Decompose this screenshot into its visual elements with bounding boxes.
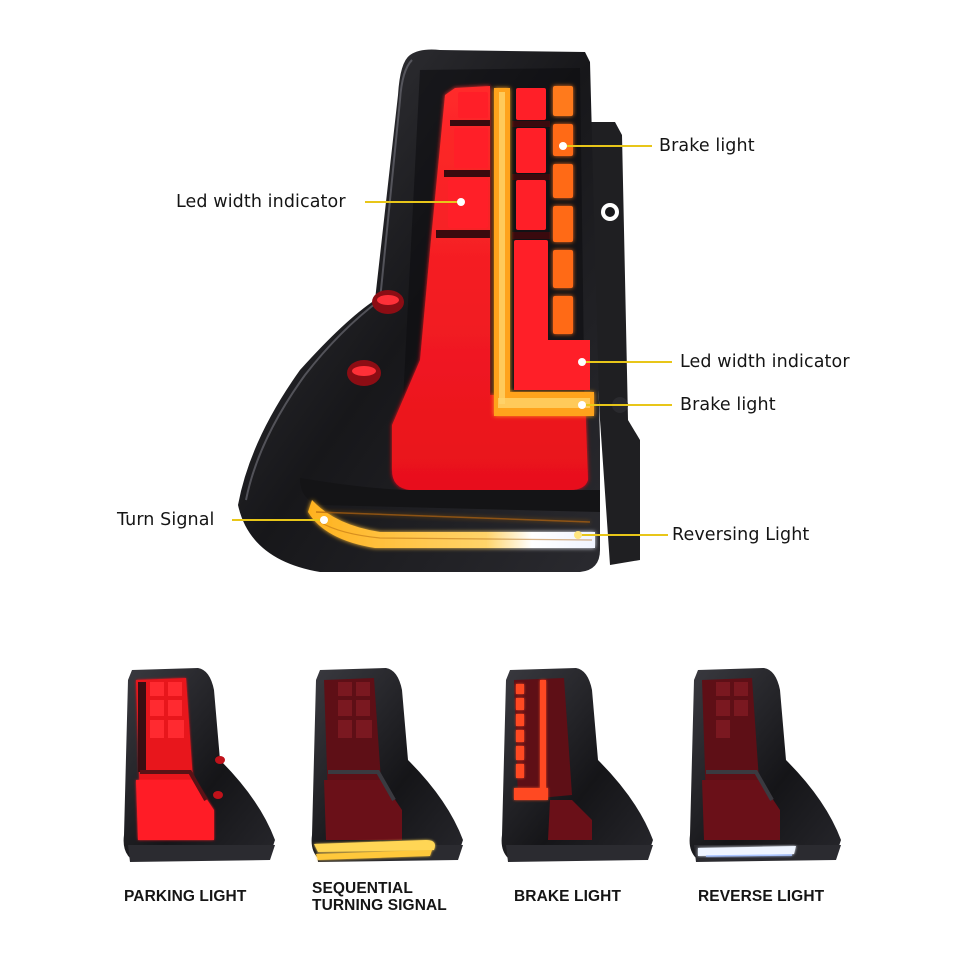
callout-brake-light-bottom: Brake light [680,395,776,415]
callout-led-width-indicator-left: Led width indicator [176,192,346,212]
brake-light-blocks [553,86,573,334]
mode-brake-light: BRAKE LIGHT [488,640,688,940]
amber-l-strip [494,88,594,416]
light-modes-gallery: PARKING LIGHT SEQUENTIAL TURNING SIGNAL [0,640,960,960]
brake-light-lamp-icon [501,668,653,862]
mode-reverse-light: REVERSE LIGHT [676,640,876,940]
mode-parking-light: PARKING LIGHT [110,640,310,940]
reverse-light-lamp-icon [689,668,841,862]
red-lens [392,86,588,490]
hero-lamp-illustration [232,49,672,573]
callout-turn-signal: Turn Signal [117,510,215,530]
caption-brake-light: BRAKE LIGHT [514,888,622,905]
mode-sequential-turning-signal: SEQUENTIAL TURNING SIGNAL [298,640,498,940]
callout-led-width-indicator-right: Led width indicator [680,352,850,372]
width-indicator-blocks-left [448,92,488,228]
turn-signal-lamp-icon [311,668,463,862]
parking-light-lamp-icon [123,668,275,862]
turn-reverse-band [308,500,595,548]
width-indicator-block-right [514,340,590,390]
hero-section: Led width indicator Brake light Led widt… [117,49,850,573]
callout-reversing-light: Reversing Light [672,525,810,545]
caption-reverse-light: REVERSE LIGHT [698,888,825,905]
side-reflectors [347,290,404,386]
callout-leaders [232,142,672,539]
caption-parking-light: PARKING LIGHT [124,888,247,905]
caption-sequential-turning-signal: SEQUENTIAL TURNING SIGNAL [312,880,447,914]
callout-brake-light-top: Brake light [659,136,755,156]
